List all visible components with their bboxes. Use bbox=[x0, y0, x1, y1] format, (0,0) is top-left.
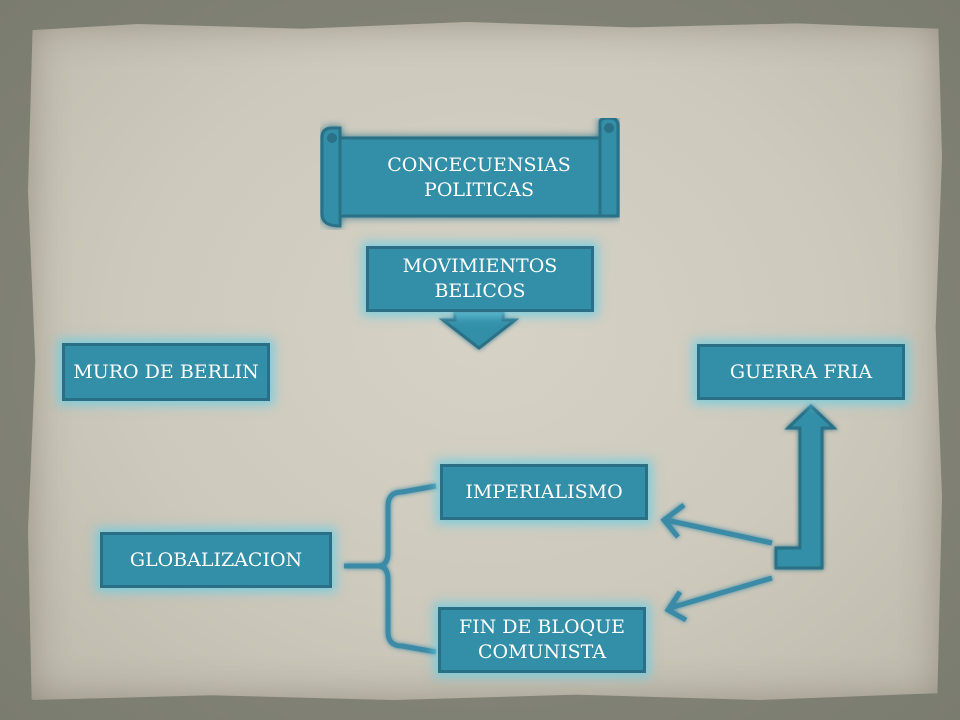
down-arrow-icon bbox=[438, 310, 520, 350]
scroll-icon bbox=[320, 118, 620, 228]
node-fin-de-bloque-comunista: FIN DE BLOQUE COMUNISTA bbox=[438, 607, 646, 673]
bent-up-arrow-icon bbox=[774, 403, 838, 570]
scroll-title-label: CONCECUENSIAS POLITICAS bbox=[387, 154, 571, 201]
node-globalizacion: GLOBALIZACION bbox=[100, 532, 332, 588]
arrow-to-fin-bloque-icon bbox=[664, 575, 773, 623]
node-movimientos-belicos: MOVIMIENTOS BELICOS bbox=[366, 246, 594, 312]
arrow-to-imperialismo-icon bbox=[660, 503, 773, 546]
node-imperialismo: IMPERIALISMO bbox=[440, 464, 648, 520]
scroll-title-shape: CONCECUENSIAS POLITICAS bbox=[320, 118, 620, 230]
brace-connector bbox=[344, 483, 437, 655]
node-guerra-fria: GUERRA FRIA bbox=[697, 344, 905, 400]
node-muro-de-berlin: MURO DE BERLIN bbox=[62, 343, 270, 401]
